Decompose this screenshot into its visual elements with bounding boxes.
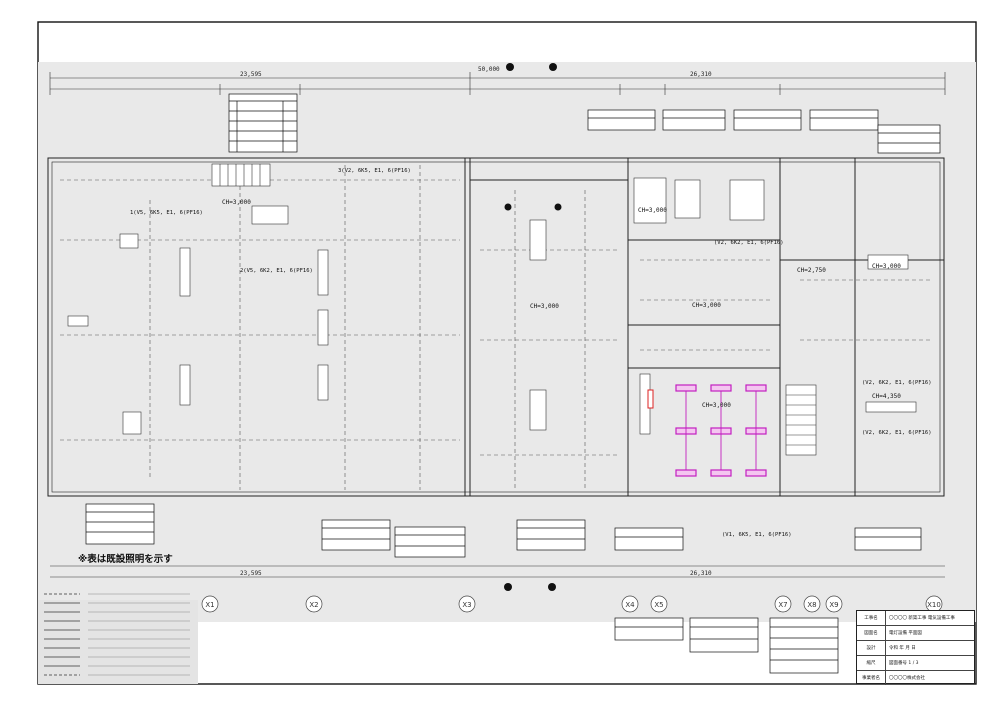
title-block-label: 縮尺	[857, 656, 886, 670]
title-block-value: 〇〇〇〇 新築工事 電気設備工事	[889, 616, 955, 621]
dim-total-right: 26,310	[690, 71, 712, 78]
dim-bottom-right: 26,310	[690, 570, 712, 577]
title-block-row: 縮尺 図面番号 1 / 3	[857, 656, 974, 671]
title-block-value: 令和 年 月 日	[889, 646, 916, 651]
dimension-lines-bottom	[50, 565, 945, 578]
new-wiring	[685, 391, 757, 470]
title-block-value: 〇〇〇〇株式会社	[889, 676, 925, 681]
room-label: CH=3,000	[530, 303, 559, 310]
legend	[44, 593, 80, 676]
punch-hole	[554, 203, 562, 211]
dimension-lines-top	[49, 72, 946, 95]
title-block-row: 工事名 〇〇〇〇 新築工事 電気設備工事	[857, 611, 974, 626]
circuit-callout: 3(V2, 6K5, E1, 6(PF16)	[338, 168, 411, 174]
circuit-callout: (V2, 6K2, E1, 6(PF16)	[862, 430, 932, 436]
dim-center: 50,000	[478, 66, 500, 73]
punch-hole	[548, 583, 556, 591]
title-block-value: 電灯設備 平面図	[889, 631, 922, 636]
room-label: CH=4,350	[872, 393, 901, 400]
punch-hole	[549, 63, 557, 71]
stairs	[211, 163, 817, 456]
grid-bubble-label: X3	[462, 601, 471, 609]
panel-tables-top	[228, 93, 941, 154]
building-outline	[47, 157, 945, 497]
existing-lighting-note: ※表は既設照明を示す	[78, 554, 173, 565]
grid-bubble-label: X10	[927, 601, 941, 609]
circuit-callout: 1(V5, 6K5, E1, 6(PF16)	[130, 210, 203, 216]
title-block-label: 事業者名	[857, 671, 886, 685]
title-block-label: 工事名	[857, 611, 886, 625]
title-block: 工事名 〇〇〇〇 新築工事 電気設備工事 図面名 電灯設備 平面図 設計 令和 …	[856, 610, 975, 685]
panel-tables-bottom	[85, 503, 922, 558]
grid-bubble-label: X8	[807, 601, 816, 609]
panel-tables-footer	[614, 617, 839, 674]
grid-bubble-label: X1	[205, 601, 214, 609]
grid-bubble-label: X4	[625, 601, 635, 609]
circuit-callout: (V2, 6K2, E1, 6(PF16)	[862, 380, 932, 386]
grid-bubble-label: X9	[829, 601, 838, 609]
legend-text-lines	[88, 593, 190, 676]
new-panel	[647, 389, 654, 409]
circuit-callout: (V1, 6K5, E1, 6(PF16)	[722, 532, 792, 538]
existing-fixtures	[67, 177, 917, 435]
scan-background	[38, 62, 976, 622]
room-label: CH=3,000	[702, 402, 731, 409]
circuit-callout: 2(V5, 6K2, E1, 6(PF16)	[240, 268, 313, 274]
grid-bubble-label: X7	[778, 601, 787, 609]
room-label: CH=2,750	[797, 267, 826, 274]
room-label: CH=3,000	[872, 263, 901, 270]
title-block-label: 図面名	[857, 626, 886, 640]
dim-bottom-left: 23,595	[240, 570, 262, 577]
punch-hole	[504, 203, 512, 211]
title-block-value: 図面番号 1 / 3	[889, 661, 919, 666]
title-block-row: 事業者名 〇〇〇〇株式会社	[857, 671, 974, 685]
room-label: CH=3,000	[638, 207, 667, 214]
punch-hole	[504, 583, 512, 591]
grid-bubble-label: X2	[309, 601, 318, 609]
grid-bubble-label: X5	[654, 601, 663, 609]
punch-hole	[506, 63, 514, 71]
room-label: CH=3,000	[222, 199, 251, 206]
room-label: CH=3,000	[692, 302, 721, 309]
title-block-label: 設計	[857, 641, 886, 655]
dim-total-left: 23,595	[240, 71, 262, 78]
title-block-row: 設計 令和 年 月 日	[857, 641, 974, 656]
title-block-row: 図面名 電灯設備 平面図	[857, 626, 974, 641]
circuit-callout: (V2, 6K2, E1, 6(PF16)	[714, 240, 784, 246]
